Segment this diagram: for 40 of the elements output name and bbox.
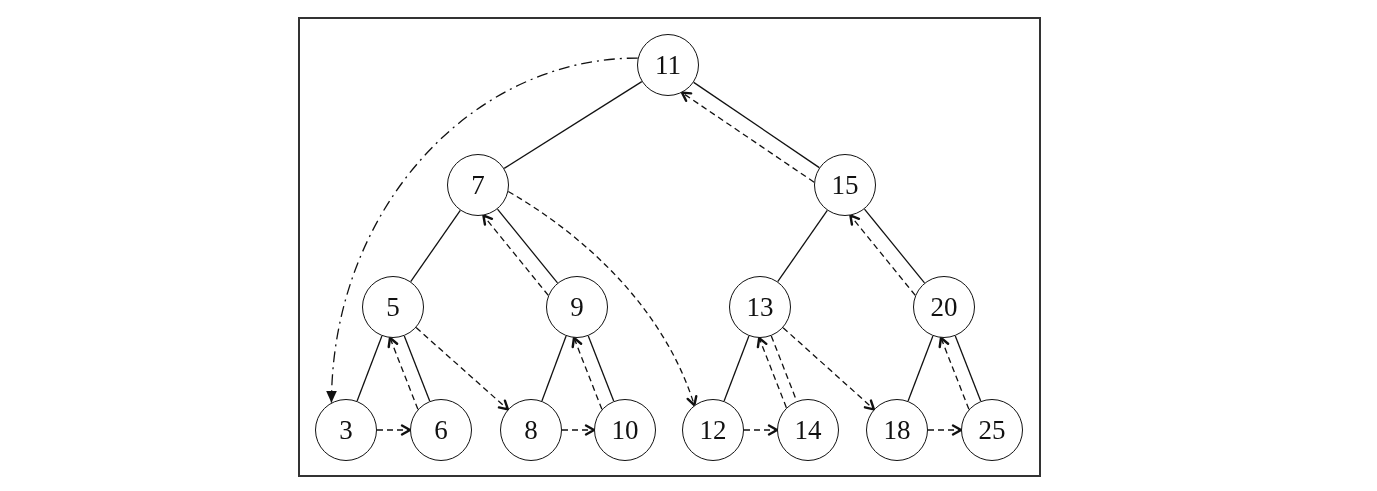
tree-edge <box>863 208 926 284</box>
node-number: 13 <box>746 293 774 321</box>
dashed-arrow <box>571 336 603 410</box>
node-number: 6 <box>434 416 448 444</box>
node-number: 18 <box>883 416 911 444</box>
tree-edge <box>693 81 820 169</box>
node-number: 11 <box>655 51 681 79</box>
tree-edge <box>496 208 559 284</box>
node-number: 3 <box>339 416 353 444</box>
dashed-arrow <box>756 336 788 409</box>
dash-dot-arrow <box>326 57 639 404</box>
node-number: 12 <box>699 416 727 444</box>
node-number: 15 <box>831 171 859 199</box>
dashed-arrow <box>927 424 963 436</box>
tree-edge <box>503 80 643 170</box>
node-number: 10 <box>611 416 639 444</box>
dashed-arrow <box>561 424 596 436</box>
tree-edge <box>410 209 461 283</box>
node-number: 7 <box>471 171 485 199</box>
dashed-arrow <box>482 214 549 297</box>
node-number: 20 <box>930 293 958 321</box>
tree-edge <box>907 335 934 402</box>
node-number: 14 <box>794 416 822 444</box>
dashed-arrow <box>387 336 419 410</box>
dashed-arrow <box>938 336 970 410</box>
tree-edge <box>541 335 567 402</box>
node-number: 5 <box>386 293 400 321</box>
dashed-arrow <box>743 424 779 436</box>
node-number: 9 <box>570 293 584 321</box>
tree-edge <box>723 335 750 402</box>
tree-edge <box>356 335 383 402</box>
dashed-arrow <box>782 327 876 411</box>
dashed-arrow <box>507 190 698 407</box>
dashed-arrow <box>680 91 815 183</box>
dashed-arrow <box>415 326 510 411</box>
node-number: 8 <box>524 416 538 444</box>
tree-edge <box>777 209 828 283</box>
node-number: 25 <box>978 416 1006 444</box>
dashed-arrow <box>376 424 412 436</box>
dashed-arrow <box>849 214 916 297</box>
